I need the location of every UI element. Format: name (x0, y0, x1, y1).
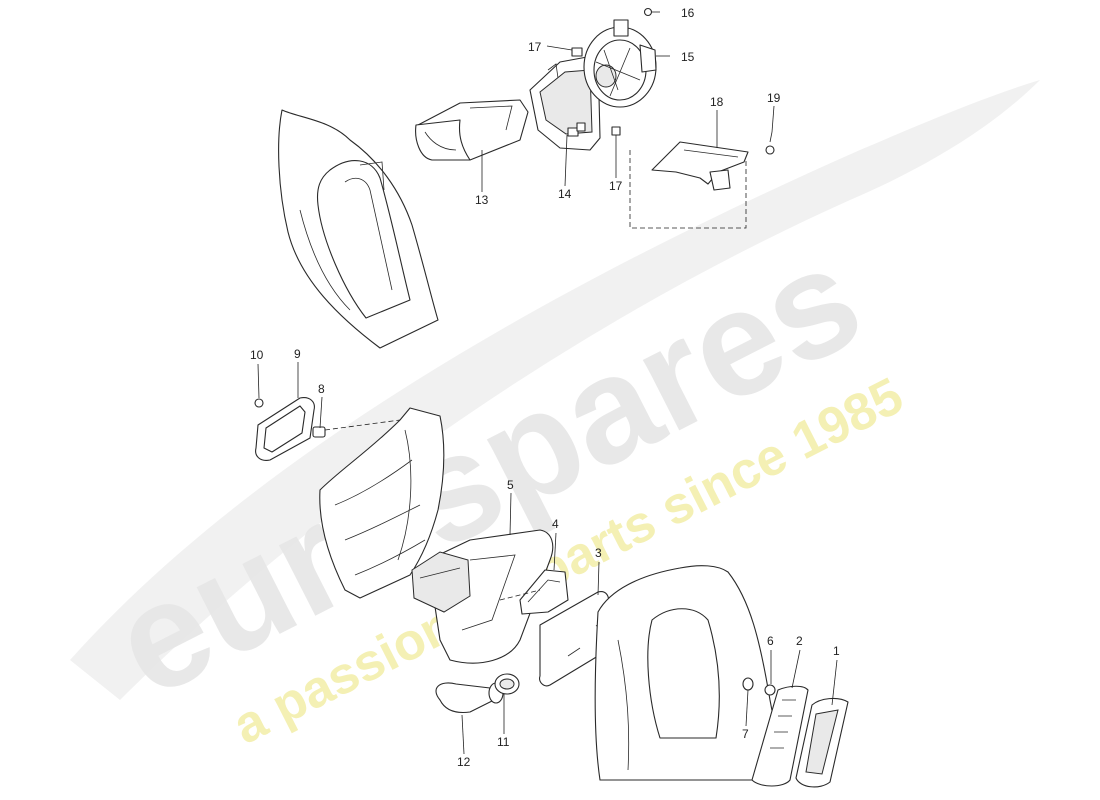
upper-body-panel (278, 109, 439, 349)
callout-18: 18 (710, 95, 724, 109)
callout-17-top: 17 (528, 40, 542, 54)
inner-liner (319, 407, 445, 599)
part-15-fan (583, 19, 657, 108)
callout-7: 7 (742, 727, 749, 741)
callout-19: 19 (767, 91, 781, 105)
clip-17-lower (576, 122, 586, 132)
parts-6-7-fasteners (742, 677, 776, 696)
callout-5: 5 (507, 478, 514, 492)
callout-9: 9 (294, 347, 301, 361)
parts-8-10-fasteners (254, 398, 326, 438)
callout-15: 15 (681, 50, 695, 64)
callout-2: 2 (796, 634, 803, 648)
part-18-bracket (651, 141, 749, 191)
watermark-swoosh (70, 80, 1040, 700)
part-1-vent (795, 697, 849, 788)
callout-3: 3 (595, 546, 602, 560)
callout-14: 14 (558, 187, 572, 201)
callout-12: 12 (457, 755, 471, 769)
part-5-intake (411, 529, 554, 664)
part-4-bracket (519, 569, 569, 615)
callout-6: 6 (767, 634, 774, 648)
callout-8: 8 (318, 382, 325, 396)
callout-11: 11 (497, 735, 510, 749)
bolts-upper (576, 7, 775, 155)
callout-13: 13 (475, 193, 489, 207)
callout-16: 16 (681, 6, 695, 20)
leader-lines (257, 45, 838, 755)
part-2-vent (751, 685, 809, 787)
callout-4: 4 (552, 517, 559, 531)
callout-1: 1 (833, 644, 840, 658)
callout-17-bottom: 17 (609, 179, 623, 193)
part-9-seal-frame (255, 397, 315, 461)
lower-body-panel (594, 565, 781, 781)
part-13-air-duct (415, 99, 529, 161)
callout-10: 10 (250, 348, 264, 362)
callout-labels: 1 2 3 4 5 6 7 8 9 10 11 12 13 14 15 16 1… (250, 6, 840, 769)
parts-11-12-hoses (435, 673, 520, 714)
